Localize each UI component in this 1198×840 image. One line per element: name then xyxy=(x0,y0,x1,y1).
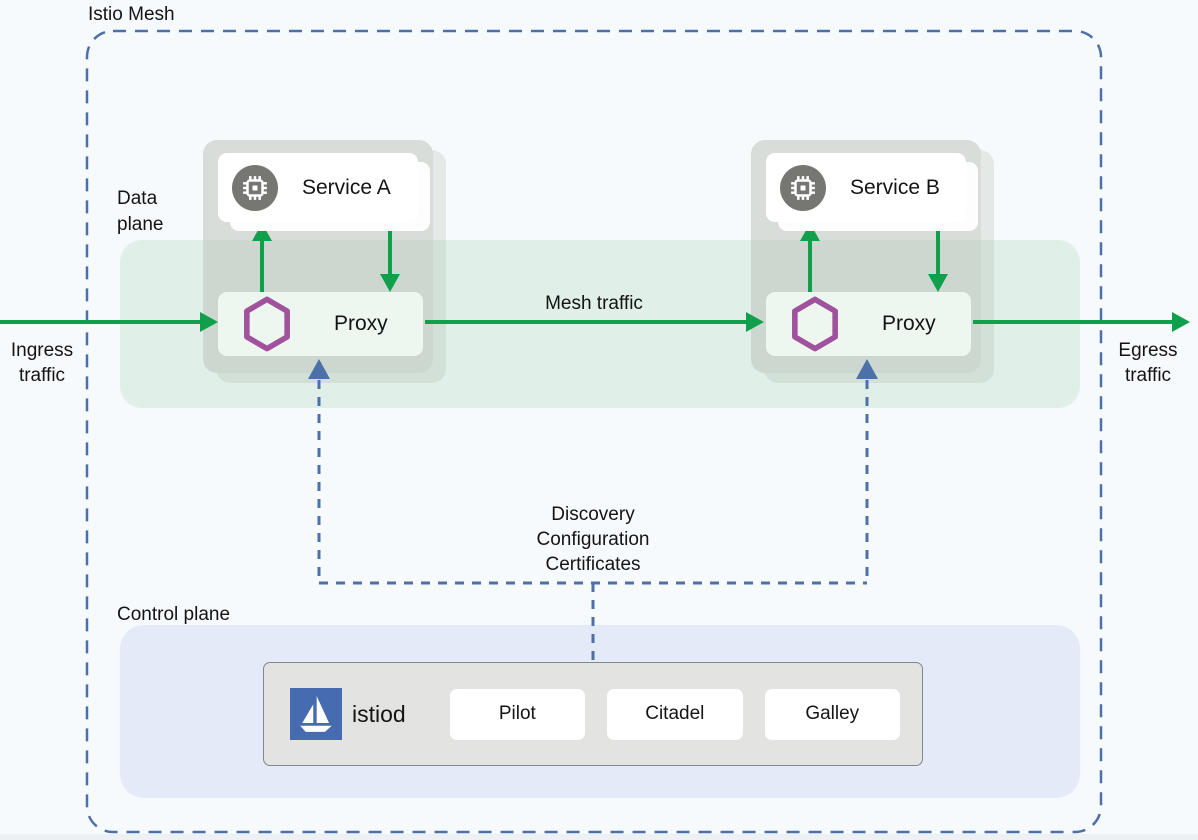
service-chip-icon xyxy=(780,164,826,211)
service-b-label: Service B xyxy=(850,175,940,199)
config-line-certificates: Certificates xyxy=(545,554,641,575)
proxy-a-card: Proxy xyxy=(218,292,423,356)
envoy-hexagon-icon xyxy=(788,296,842,352)
service-chip-icon xyxy=(232,164,278,211)
citadel-box: Citadel xyxy=(607,688,743,740)
bottom-edge xyxy=(0,834,1198,840)
proxy-b-label: Proxy xyxy=(882,312,936,335)
proxy-a-label: Proxy xyxy=(334,312,388,335)
citadel-label: Citadel xyxy=(645,703,705,724)
control-plane-label: Control plane xyxy=(117,604,231,625)
mesh-traffic-label: Mesh traffic xyxy=(545,293,643,314)
galley-box: Galley xyxy=(764,688,900,740)
envoy-hexagon-icon xyxy=(240,296,294,352)
istiod-label: istiod xyxy=(352,700,406,727)
proxy-b-card: Proxy xyxy=(766,292,971,356)
istiod-box: istiod Pilot Citadel Galley xyxy=(263,662,923,766)
egress-arrowhead xyxy=(1172,312,1190,332)
ingress-traffic-label: Ingress traffic xyxy=(10,340,74,386)
istio-sailboat-icon xyxy=(290,688,342,740)
galley-label: Galley xyxy=(805,703,860,724)
service-b-card: Service B xyxy=(766,153,966,222)
config-link-label: Discovery Configuration Certificates xyxy=(483,502,703,577)
istio-mesh-label: Istio Mesh xyxy=(88,4,175,25)
service-a-label: Service A xyxy=(302,175,391,199)
egress-traffic-label: Egress traffic xyxy=(1118,340,1178,386)
pilot-label: Pilot xyxy=(498,703,536,724)
config-line-discovery: Discovery xyxy=(551,504,635,525)
service-a-card: Service A xyxy=(218,153,418,222)
data-plane-label: Data plane xyxy=(117,188,164,235)
config-line-configuration: Configuration xyxy=(536,529,650,550)
pilot-box: Pilot xyxy=(449,688,586,740)
